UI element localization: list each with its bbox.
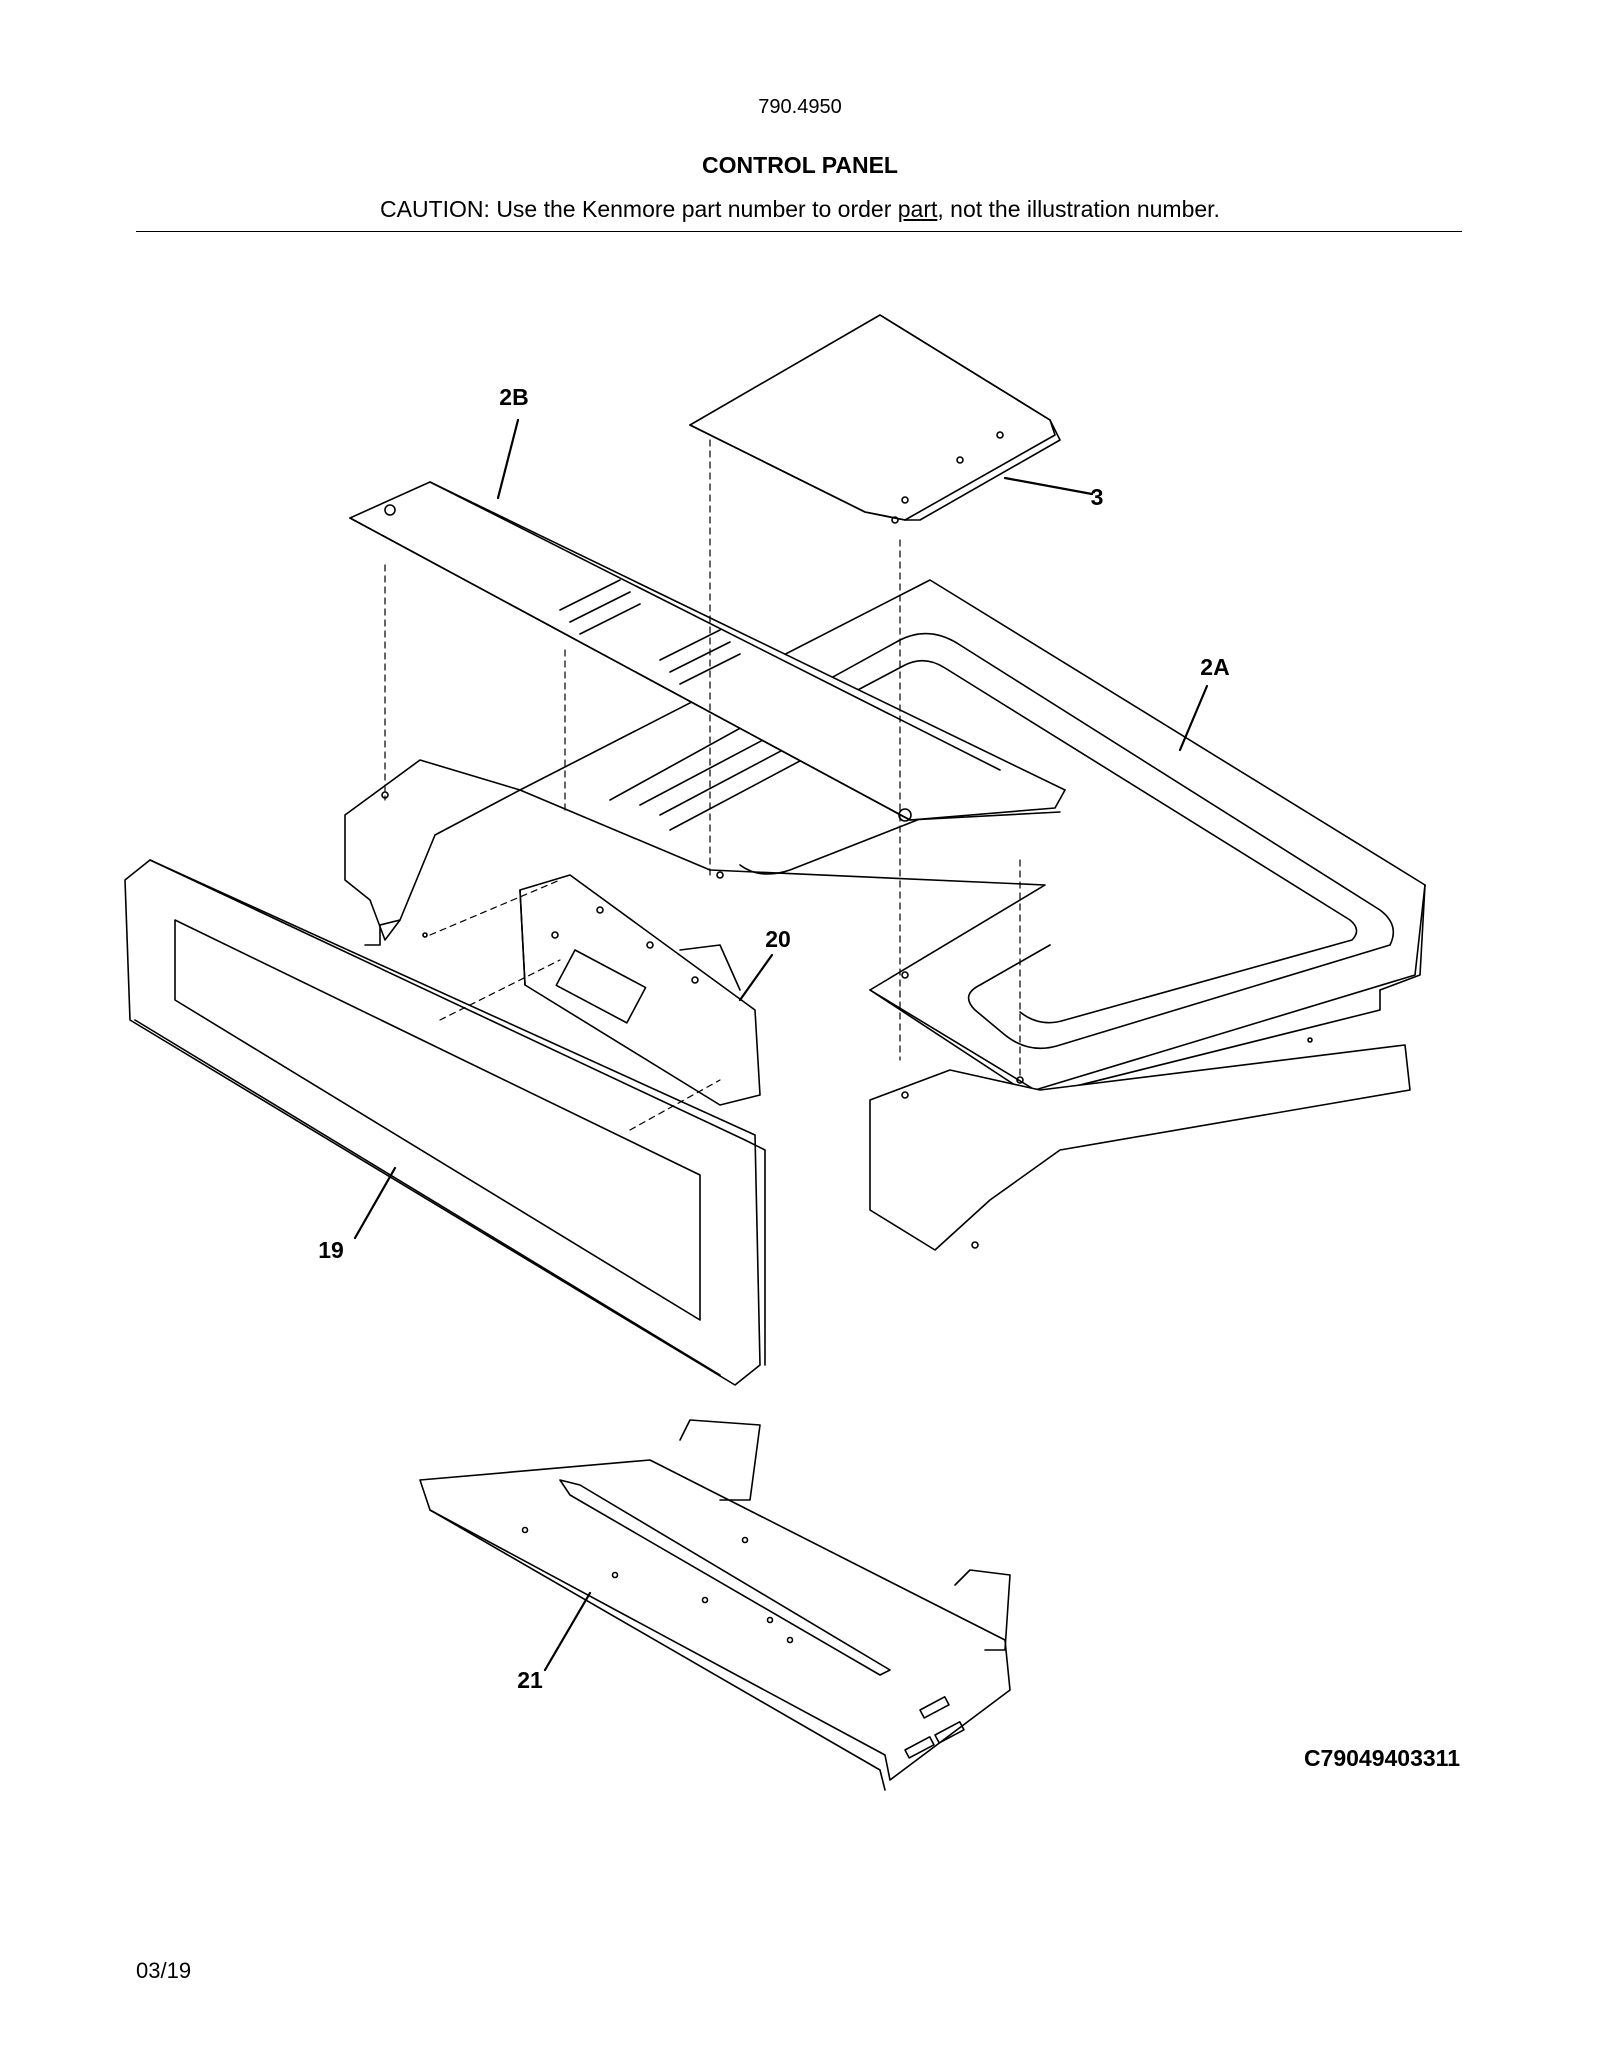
caution-text-start: CAUTION: Use the Kenmore part number to … — [380, 196, 898, 222]
page-title: CONTROL PANEL — [702, 152, 898, 178]
caution-note: CAUTION: Use the Kenmore part number to … — [0, 196, 1600, 223]
callout-2a: 2A — [1200, 654, 1229, 680]
illustration-code: C79049403311 — [1303, 1745, 1460, 1771]
left-side-bracket — [344, 759, 521, 946]
callout-19: 19 — [318, 1237, 344, 1263]
right-side-bracket — [869, 1044, 1411, 1251]
callout-2b: 2B — [499, 384, 528, 410]
model-number: 790.4950 — [758, 96, 842, 118]
assembly-guide-lines — [384, 439, 1021, 1131]
callout-21: 21 — [517, 1667, 543, 1693]
revision-date: 03/19 — [136, 1958, 192, 1983]
callout-20: 20 — [765, 926, 791, 952]
part-3-cover-plate — [689, 314, 1061, 524]
part-19-console-frame — [124, 859, 766, 1386]
part-20-control-board — [519, 874, 761, 1106]
caution-underlined-word: part — [897, 196, 938, 222]
part-2b-vent-bracket — [349, 481, 1066, 822]
callout-leaders — [353, 418, 1209, 1672]
shelf-slot-group — [904, 1696, 965, 1759]
header-divider — [136, 231, 1462, 232]
part-21-bottom-shelf — [419, 1419, 1011, 1791]
caution-text-end: , not the illustration number. — [937, 196, 1220, 222]
callout-3: 3 — [1091, 484, 1104, 510]
